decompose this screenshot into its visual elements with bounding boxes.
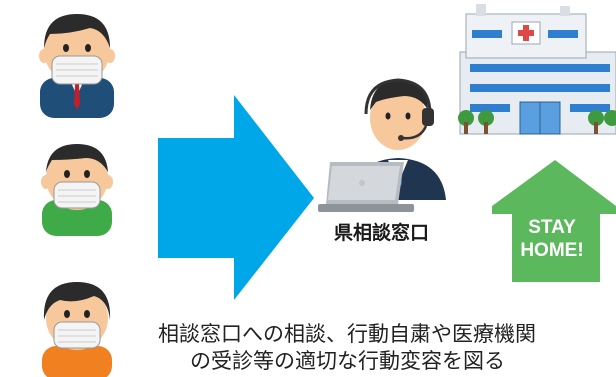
caption-line-2: の受診等の適切な行動変容を図る	[190, 349, 505, 373]
flow-arrow	[158, 95, 314, 300]
prefecture-consultation-label: 県相談窓口	[334, 222, 430, 244]
hospital-building-icon	[458, 4, 616, 135]
masked-person-orange	[42, 282, 112, 377]
masked-person-suit	[39, 14, 115, 118]
caption-line-1: 相談窓口への相談、行動自粛や医療機関	[158, 322, 536, 346]
masked-person-green	[41, 144, 113, 236]
stay-home-text-line1: STAY	[528, 217, 576, 238]
stay-home-text-line2: HOME!	[520, 240, 583, 261]
stay-home-house-icon	[492, 160, 616, 282]
operator-with-headset	[318, 78, 446, 212]
